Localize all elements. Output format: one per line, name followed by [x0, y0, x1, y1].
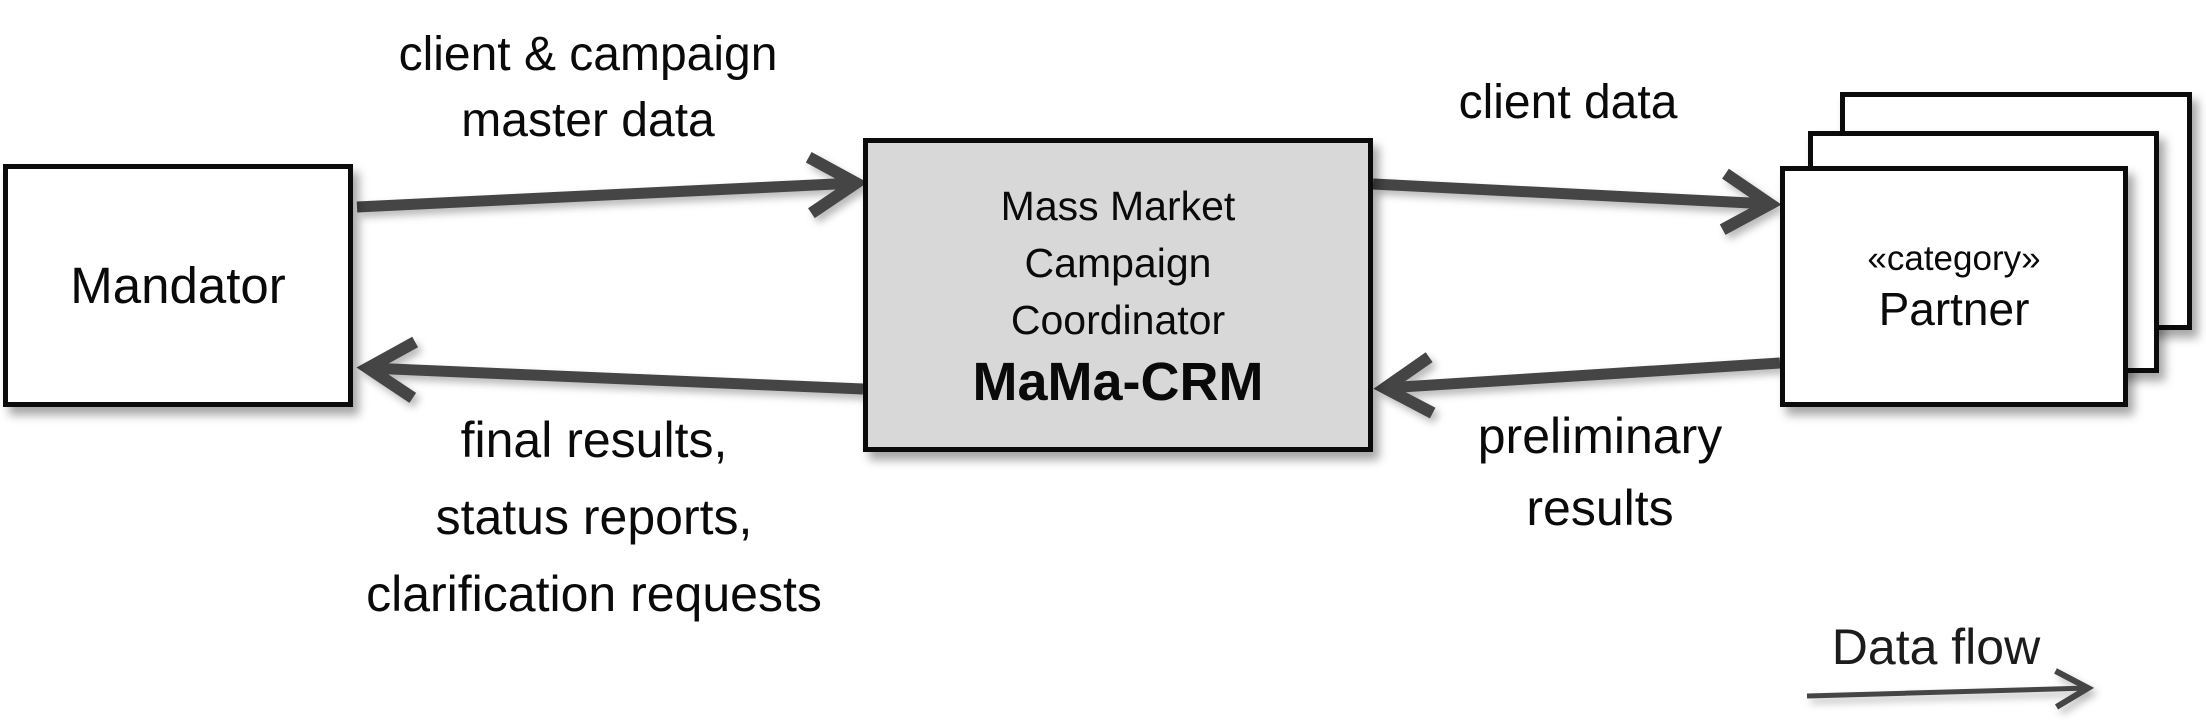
node-crm-line: Mass Market: [1000, 182, 1236, 229]
label-line: final results,: [460, 412, 728, 468]
label-partner-to-crm: preliminary results: [1400, 400, 1800, 544]
partner-label: Partner: [1878, 282, 2030, 335]
legend-arrow: [1806, 668, 2095, 710]
label-crm-to-mandator: final results, status reports, clarifica…: [244, 402, 944, 633]
node-crm-line: Campaign: [1024, 239, 1212, 286]
node-mandator: Mandator: [3, 164, 353, 407]
label-crm-to-partner: client data: [1368, 70, 1768, 136]
partner-box-front: «category» Partner: [1780, 166, 2128, 407]
label-line: status reports,: [435, 489, 753, 545]
arrow-mandator-to-crm: [356, 151, 868, 219]
node-crm-line: Coordinator: [1010, 296, 1226, 343]
label-line: preliminary: [1477, 408, 1723, 464]
label-line: results: [1526, 480, 1674, 536]
legend-label: Data flow: [1831, 619, 2041, 675]
arrow-crm-to-mandator: [356, 336, 864, 403]
label-line: clarification requests: [366, 566, 822, 622]
node-crm: Mass Market Campaign Coordinator MaMa-CR…: [863, 138, 1373, 452]
label-line: master data: [461, 94, 715, 147]
arrow-partner-to-crm: [1373, 352, 1781, 419]
arrow-crm-to-partner: [1372, 168, 1782, 235]
label-line: client & campaign: [398, 28, 778, 81]
node-crm-name: MaMa-CRM: [972, 351, 1264, 412]
partner-stereotype: «category»: [1867, 238, 2041, 278]
label-mandator-to-crm: client & campaign master data: [288, 22, 888, 154]
node-mandator-label: Mandator: [70, 257, 286, 314]
label-line: client data: [1458, 76, 1678, 129]
